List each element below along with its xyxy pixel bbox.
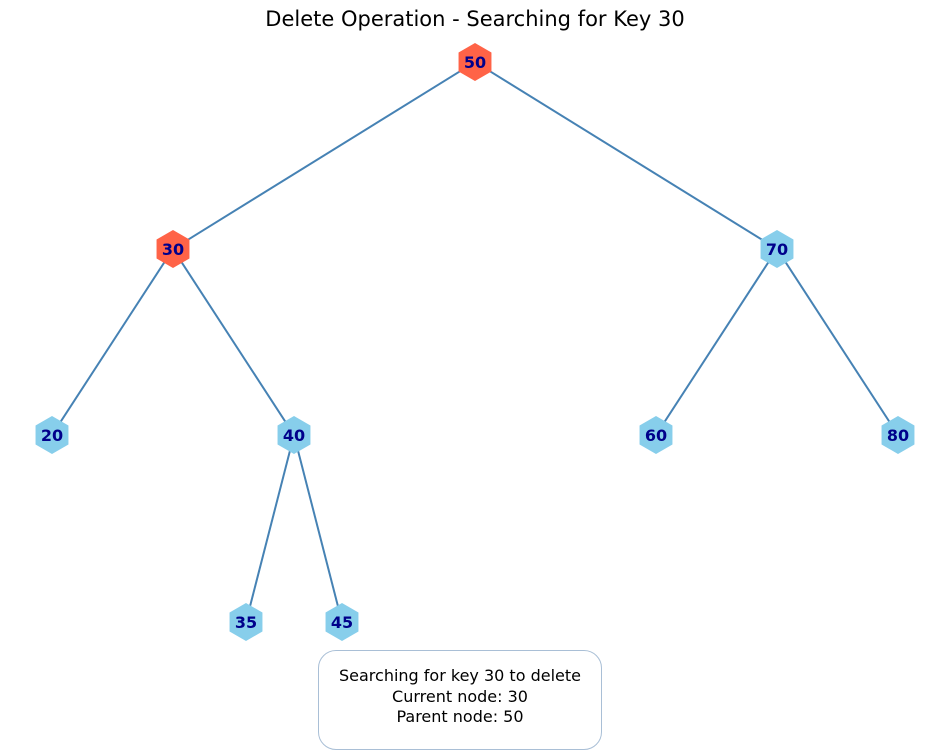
node-label: 30 [162,240,184,259]
node-label: 70 [766,240,788,259]
edges-layer [57,67,893,611]
edge-40-45 [296,446,340,611]
tree-node-60: 60 [639,416,673,454]
tree-node-30: 30 [156,230,190,268]
edge-30-20 [57,258,168,426]
status-box: Searching for key 30 to delete Current n… [318,650,602,750]
edge-70-80 [782,258,893,426]
node-hexagon [229,603,263,641]
tree-node-40: 40 [277,416,311,454]
status-line-parent-node: Parent node: 50 [396,707,524,726]
node-hexagon [325,603,359,641]
node-hexagon [458,43,492,81]
edge-50-30 [182,67,466,244]
node-hexagon [156,230,190,268]
nodes-layer: 50 30 70 20 40 60 80 35 45 [35,43,915,641]
node-hexagon [639,416,673,454]
node-label: 45 [331,613,353,632]
node-label: 50 [464,53,486,72]
node-label: 80 [887,426,909,445]
edge-30-40 [178,258,289,426]
status-line-search: Searching for key 30 to delete [339,666,581,685]
tree-node-20: 20 [35,416,69,454]
tree-node-80: 80 [881,416,915,454]
tree-node-45: 45 [325,603,359,641]
tree-node-70: 70 [760,230,794,268]
tree-node-35: 35 [229,603,263,641]
node-hexagon [760,230,794,268]
node-label: 40 [283,426,305,445]
node-label: 60 [645,426,667,445]
diagram-title: Delete Operation - Searching for Key 30 [265,7,684,31]
node-hexagon [35,416,69,454]
tree-node-50: 50 [458,43,492,81]
edge-70-60 [661,258,772,426]
node-hexagon [277,416,311,454]
node-hexagon [881,416,915,454]
node-label: 35 [235,613,257,632]
edge-50-70 [484,67,768,244]
edge-40-35 [248,446,292,611]
node-label: 20 [41,426,63,445]
status-line-current-node: Current node: 30 [392,686,528,706]
